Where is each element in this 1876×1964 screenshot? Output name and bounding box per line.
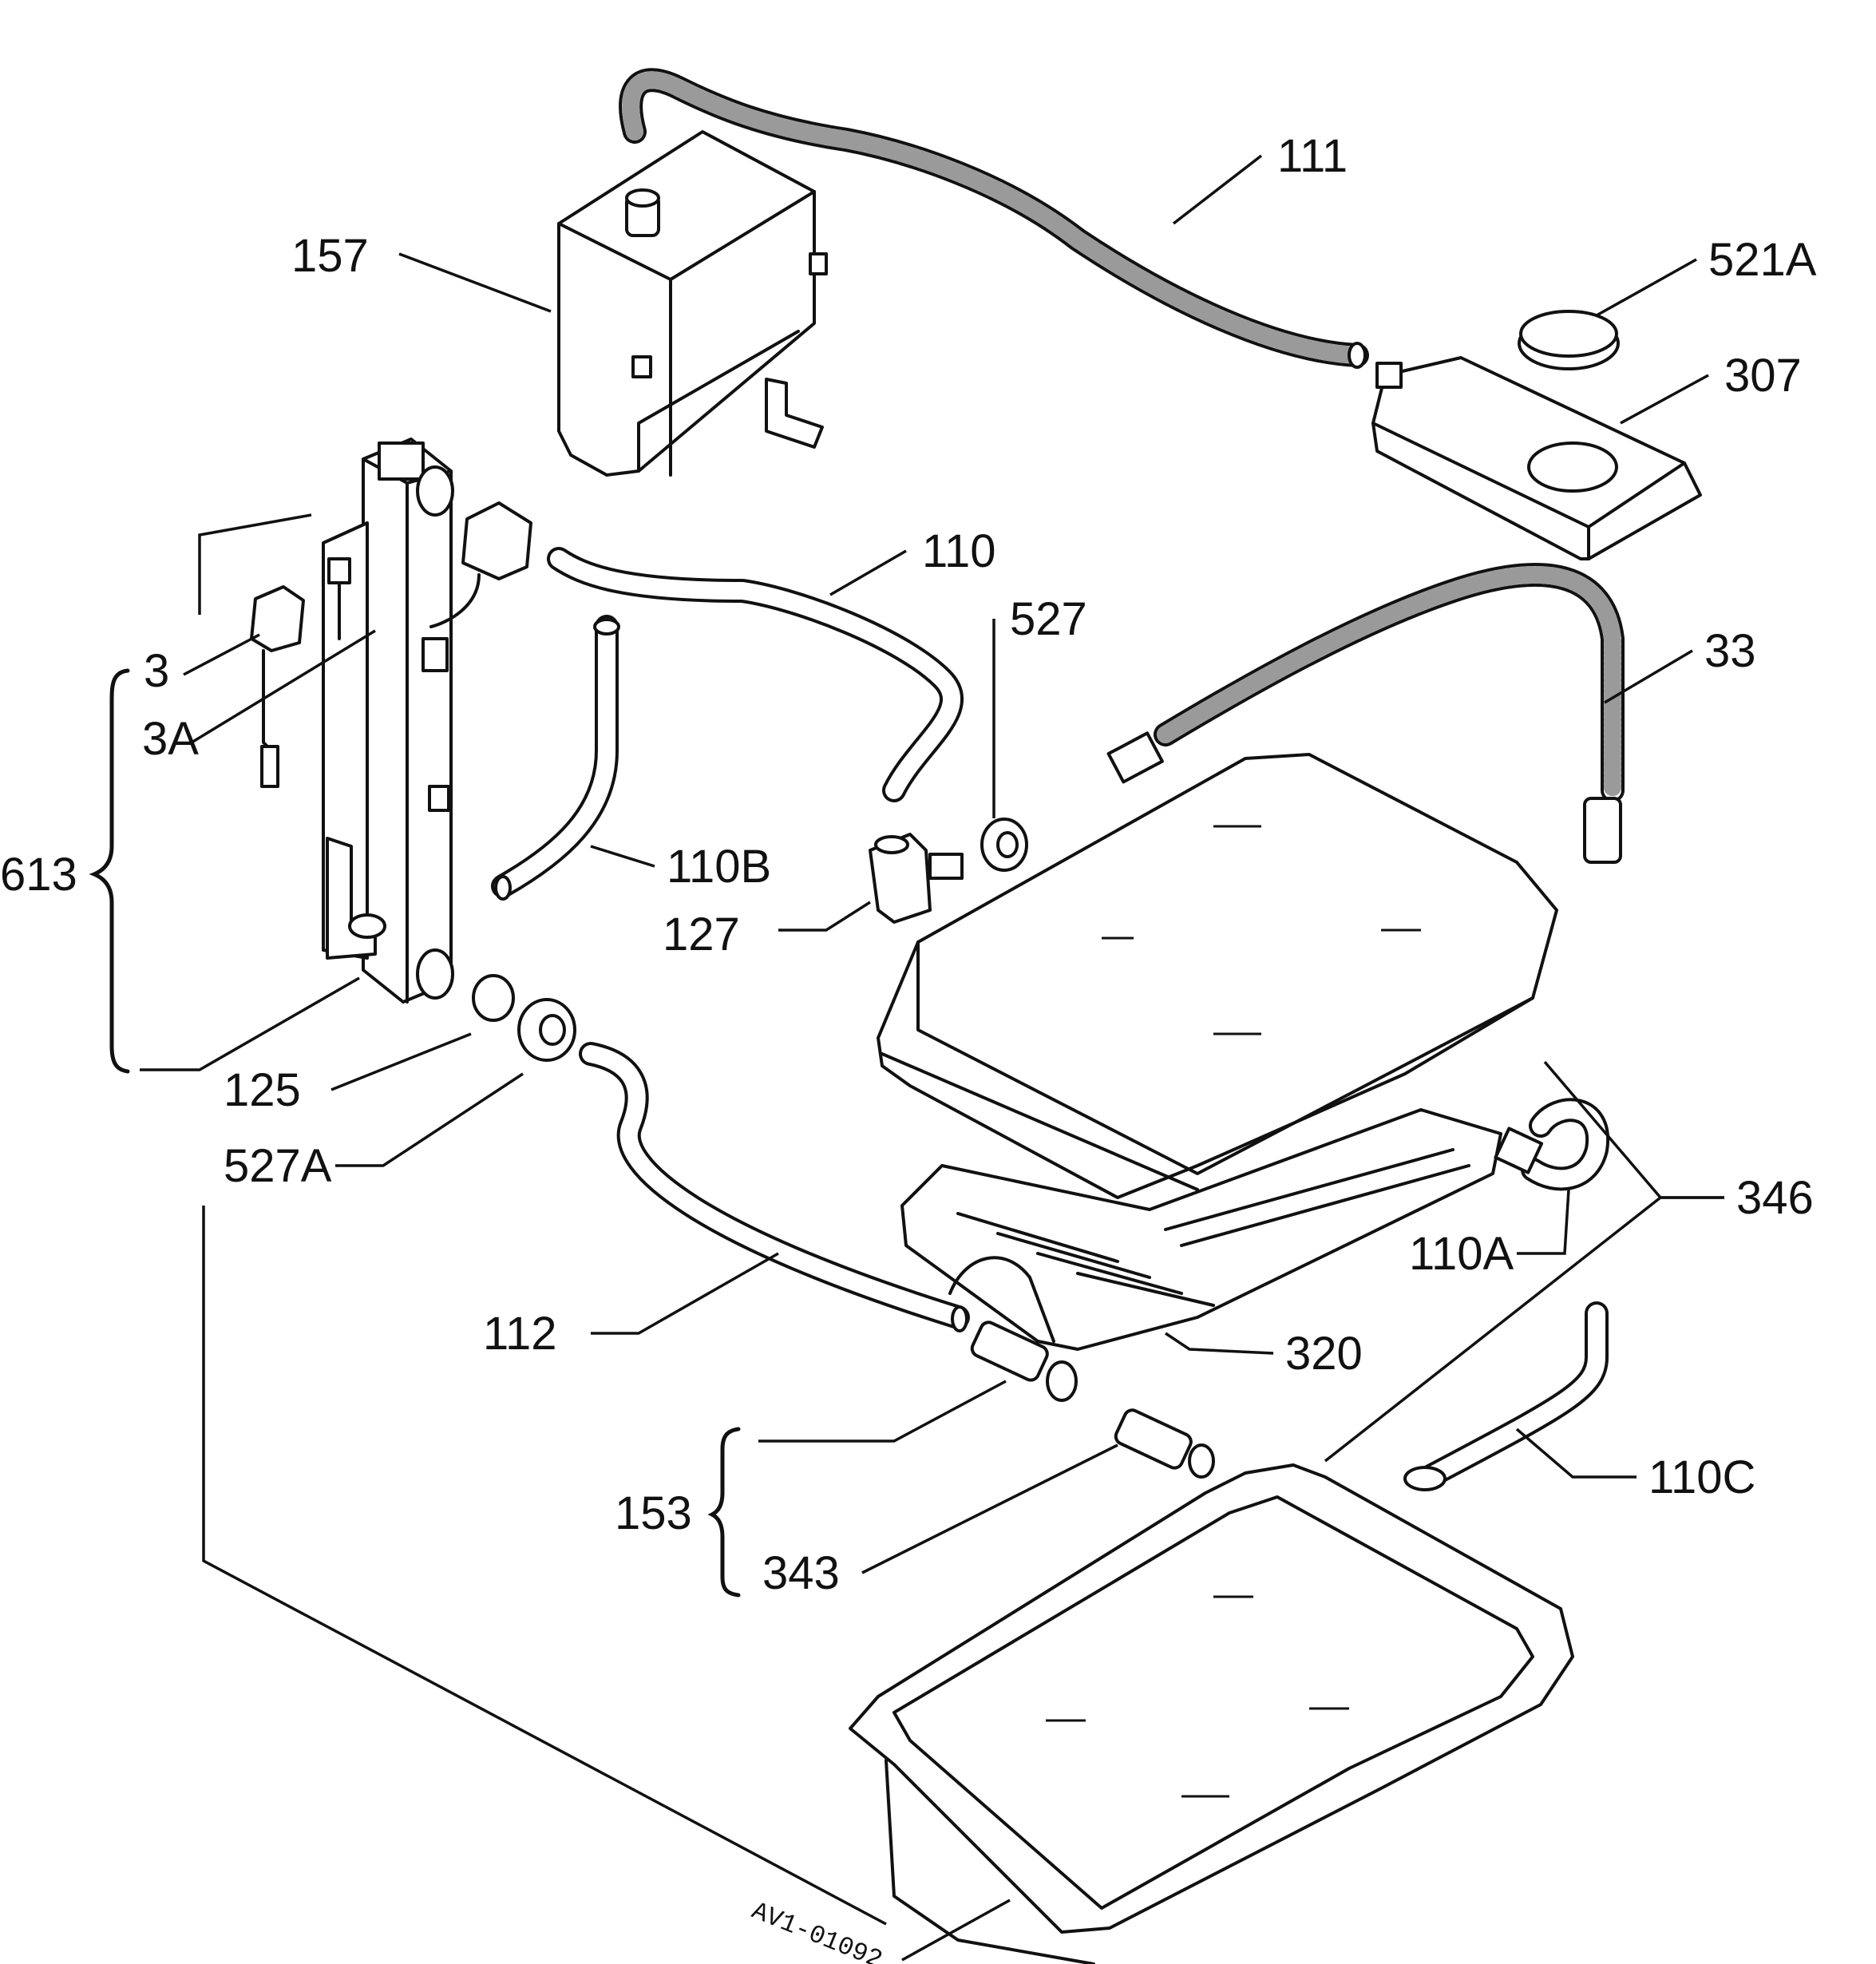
part-343-fitting-a: [970, 1321, 1078, 1402]
label-125: 125: [224, 1064, 301, 1116]
label-3: 3: [144, 645, 169, 697]
part-343-fitting-b: [1114, 1408, 1215, 1479]
part-111-hose: [619, 68, 1369, 369]
part-110B-hose: [491, 615, 620, 901]
label-157: 157: [291, 230, 369, 282]
part-110A-elbow: [1494, 1098, 1610, 1191]
label-110C: 110C: [1648, 1451, 1755, 1503]
part-307-water-trap: [1371, 356, 1702, 560]
part-33-hose: [1106, 563, 1625, 864]
label-320: 320: [1285, 1328, 1363, 1380]
brace-153: [707, 1427, 741, 1598]
label-111: 111: [1277, 130, 1348, 182]
part-112-hose: [579, 1042, 970, 1332]
part-labels: 111 157 521A 307 110 527 33 3 3A 613 110…: [0, 130, 1817, 1964]
part-527-nut: [980, 818, 1028, 872]
label-110A: 110A: [1409, 1228, 1514, 1280]
leader-lines: [140, 154, 1724, 1962]
label-343: 343: [762, 1547, 840, 1599]
part-346-evaporation-tray: [849, 1463, 1574, 1964]
label-33: 33: [1704, 625, 1756, 677]
part-320-condenser: [900, 1108, 1502, 1351]
brace-613: [89, 668, 130, 1074]
label-527A: 527A: [224, 1140, 332, 1192]
label-127: 127: [663, 909, 740, 960]
drawing-reference: AV1-01092: [747, 1896, 886, 1964]
label-346: 346: [1736, 1172, 1814, 1224]
part-110-hose: [547, 547, 964, 802]
label-307: 307: [1724, 350, 1802, 402]
part-527A-nut: [517, 998, 576, 1062]
label-112: 112: [483, 1308, 556, 1360]
label-527: 527: [1010, 593, 1087, 645]
part-125-grommet: [472, 974, 515, 1022]
label-110B: 110B: [667, 841, 771, 893]
part-157-reservoir: [557, 130, 828, 477]
part-110C-tube: [1403, 1301, 1609, 1491]
label-3A: 3A: [142, 713, 199, 765]
part-127-elbow-valve: [869, 833, 964, 924]
label-613: 613: [0, 849, 77, 901]
label-521A: 521A: [1708, 234, 1817, 286]
label-110: 110: [922, 525, 995, 577]
label-153: 153: [615, 1487, 692, 1539]
part-613-evaporator-assembly: [322, 438, 454, 1004]
part-521A-cap: [1518, 310, 1620, 370]
part-3-thermostat: [250, 501, 532, 788]
part-346-evaporation-tray-lid: [877, 753, 1558, 1199]
